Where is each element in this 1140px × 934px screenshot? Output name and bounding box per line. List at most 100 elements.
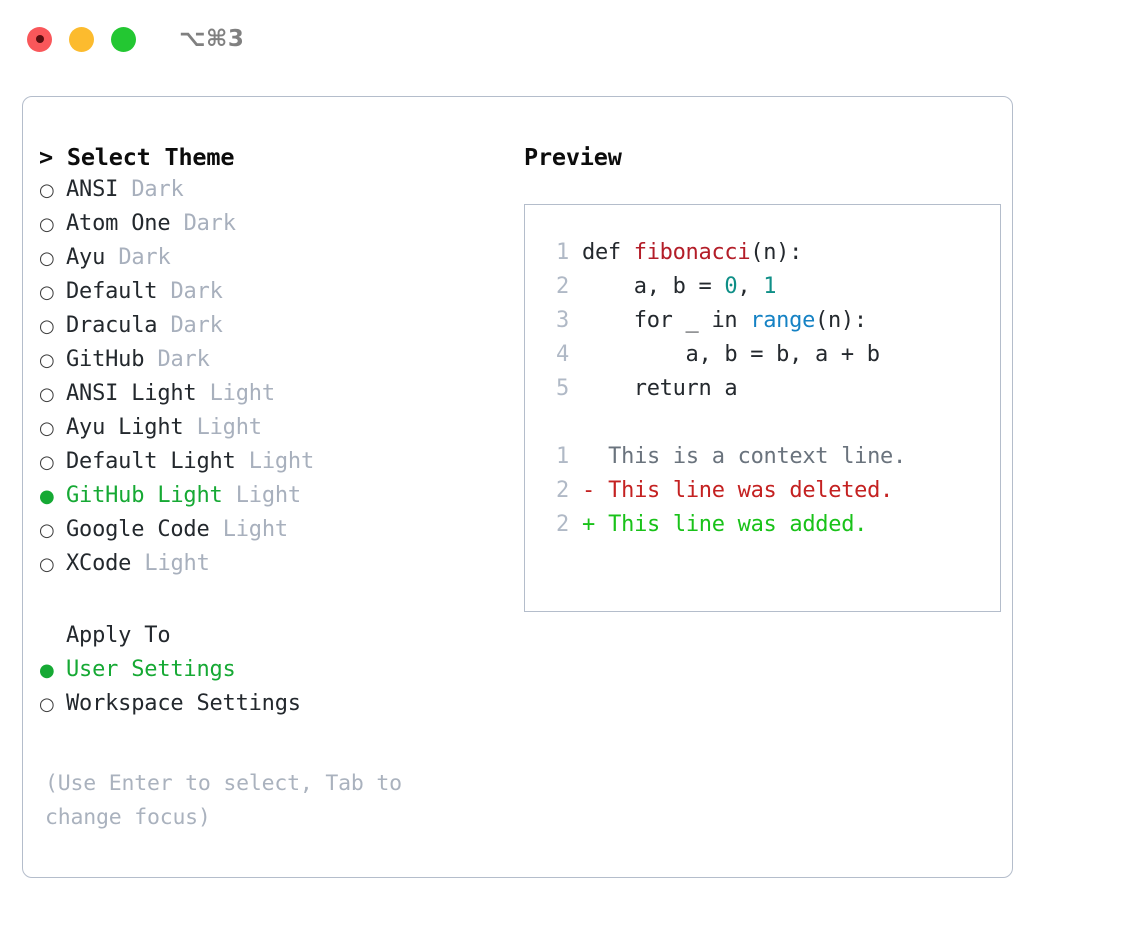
radio-unselected-icon: ○ bbox=[39, 452, 55, 473]
radio-unselected-icon: ○ bbox=[39, 180, 55, 201]
option-label: ANSI Light bbox=[66, 381, 197, 406]
code-token: (n): bbox=[750, 240, 803, 265]
code-token: , bbox=[737, 274, 764, 299]
code-token: def bbox=[582, 240, 634, 265]
line-number: 2 bbox=[556, 478, 569, 503]
option-label: User Settings bbox=[66, 657, 236, 682]
code-line-text: return a bbox=[582, 376, 738, 401]
code-line: 2 a, b = 0, 1 bbox=[543, 274, 1000, 308]
option-label: GitHub bbox=[66, 347, 145, 372]
line-number: 2 bbox=[556, 274, 569, 299]
radio-unselected-icon: ○ bbox=[39, 418, 55, 439]
select-theme-header: > Select Theme bbox=[39, 143, 235, 171]
diff-line-text: - This line was deleted. bbox=[582, 478, 893, 503]
code-line: 3 for _ in range(n): bbox=[543, 308, 1000, 342]
code-line-text: a, b = b, a + b bbox=[582, 342, 881, 367]
diff-line: 2 + This line was added. bbox=[543, 512, 1000, 546]
minimize-button[interactable] bbox=[69, 26, 94, 52]
option-apply-1[interactable]: ○ Workspace Settings bbox=[39, 691, 499, 725]
option-tag: Light bbox=[144, 551, 210, 576]
option-theme-3[interactable]: ○ Default Dark bbox=[39, 279, 499, 313]
radio-unselected-icon: ○ bbox=[39, 214, 55, 235]
diff-sign: + bbox=[582, 512, 595, 537]
option-label: Ayu bbox=[66, 245, 106, 270]
diff-sign bbox=[582, 444, 595, 469]
apply-to-label: Apply To bbox=[66, 623, 171, 648]
code-line-text: a, b = 0, 1 bbox=[582, 274, 777, 299]
code-token: a, b = b, a + b bbox=[582, 342, 881, 367]
option-theme-8[interactable]: ○ Default Light Light bbox=[39, 449, 499, 483]
line-number: 3 bbox=[556, 308, 569, 333]
keyboard-hint: (Use Enter to select, Tab to change focu… bbox=[45, 771, 402, 830]
option-tag: Light bbox=[248, 449, 315, 474]
line-number: 4 bbox=[556, 342, 569, 367]
diff-line: 1 This is a context line. bbox=[543, 444, 1000, 478]
radio-unselected-icon: ○ bbox=[39, 282, 55, 303]
code-line-text: def fibonacci(n): bbox=[582, 240, 802, 265]
diff-text: This is a context line. bbox=[595, 444, 906, 469]
code-line: 1 def fibonacci(n): bbox=[543, 240, 1000, 274]
window-controls bbox=[27, 26, 136, 52]
radio-unselected-icon: ○ bbox=[39, 694, 55, 715]
option-theme-4[interactable]: ○ Dracula Dark bbox=[39, 313, 499, 347]
line-number: 1 bbox=[556, 240, 569, 265]
option-tag: Dark bbox=[170, 279, 223, 304]
option-label: Dracula bbox=[66, 313, 158, 338]
option-tag: Light bbox=[222, 517, 288, 542]
radio-unselected-icon: ○ bbox=[39, 520, 55, 541]
option-label: XCode bbox=[66, 551, 132, 576]
radio-unselected-icon: ○ bbox=[39, 248, 55, 269]
radio-unselected-icon: ○ bbox=[39, 384, 55, 405]
code-line-text: for _ in range(n): bbox=[582, 308, 867, 333]
code-blank-line bbox=[543, 410, 1000, 444]
apply-to-header: ○ Apply To bbox=[39, 623, 499, 657]
radio-unselected-icon: ○ bbox=[39, 350, 55, 371]
option-tag: Dark bbox=[170, 313, 223, 338]
radio-unselected-icon: ○ bbox=[39, 316, 55, 337]
code-token: range bbox=[750, 308, 816, 333]
diff-sample: 1 This is a context line.2- This line wa… bbox=[543, 444, 1000, 546]
option-label: GitHub Light bbox=[66, 483, 223, 508]
code-line: 5 return a bbox=[543, 376, 1000, 410]
apply-to-option-list[interactable]: ●User Settings ○ Workspace Settings bbox=[39, 657, 499, 725]
line-number: 2 bbox=[556, 512, 569, 537]
close-button[interactable] bbox=[27, 26, 52, 52]
keyboard-shortcut-label: ⌥⌘3 bbox=[179, 26, 245, 52]
code-token: 1 bbox=[763, 274, 777, 299]
option-label: Ayu Light bbox=[66, 415, 184, 440]
option-theme-1[interactable]: ○ Atom One Dark bbox=[39, 211, 499, 245]
code-token: 0 bbox=[724, 274, 738, 299]
option-theme-7[interactable]: ○ Ayu Light Light bbox=[39, 415, 499, 449]
diff-text: This line was added. bbox=[595, 512, 868, 537]
line-number: 5 bbox=[556, 376, 569, 401]
option-label: Default bbox=[66, 279, 158, 304]
option-tag: Dark bbox=[131, 177, 184, 202]
option-label: Default Light bbox=[66, 449, 236, 474]
option-tag: Dark bbox=[183, 211, 236, 236]
maximize-button[interactable] bbox=[111, 26, 136, 52]
option-apply-0[interactable]: ●User Settings bbox=[39, 657, 499, 691]
code-token: return a bbox=[582, 376, 738, 401]
spacer-bullet: ○ bbox=[39, 628, 66, 646]
option-tag: Light bbox=[235, 483, 301, 508]
diff-text: This line was deleted. bbox=[595, 478, 893, 503]
option-label: Atom One bbox=[66, 211, 171, 236]
code-line: 4 a, b = b, a + b bbox=[543, 342, 1000, 376]
option-tag: Light bbox=[196, 415, 262, 440]
option-label: Workspace Settings bbox=[66, 691, 301, 716]
line-number: 1 bbox=[556, 444, 569, 469]
